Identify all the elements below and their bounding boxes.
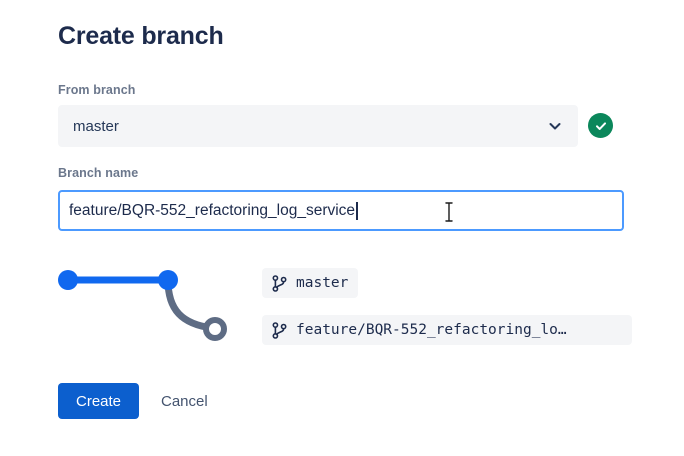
branch-name-input[interactable]: feature/BQR-552_refactoring_log_service xyxy=(58,190,624,231)
chevron-down-icon[interactable] xyxy=(547,118,563,134)
status-badge xyxy=(588,113,613,138)
commit-node-branch-point xyxy=(158,270,178,290)
page-title: Create branch xyxy=(58,22,224,50)
branch-chip-label: master xyxy=(296,275,349,291)
from-branch-label: From branch xyxy=(58,83,136,97)
git-branch-icon xyxy=(272,321,287,339)
branch-chip-label: feature/BQR-552_refactoring_lo… xyxy=(296,322,567,338)
branch-chip-feature: feature/BQR-552_refactoring_lo… xyxy=(262,315,632,345)
commit-node-new-branch xyxy=(203,317,227,341)
create-button[interactable]: Create xyxy=(58,383,140,419)
branch-chip-master: master xyxy=(262,268,359,298)
branch-graph xyxy=(52,258,242,350)
text-ibeam-cursor xyxy=(443,202,455,222)
branch-name-label: Branch name xyxy=(58,166,139,180)
from-branch-value: master xyxy=(73,117,119,135)
branch-name-value: feature/BQR-552_refactoring_log_service xyxy=(69,201,356,219)
cancel-button[interactable]: Cancel xyxy=(152,383,217,419)
from-branch-row: master xyxy=(58,105,624,147)
git-branch-icon xyxy=(272,274,287,292)
text-caret xyxy=(356,201,358,220)
commit-node-start xyxy=(58,270,78,290)
from-branch-select[interactable]: master xyxy=(58,105,578,147)
check-icon xyxy=(595,121,606,130)
